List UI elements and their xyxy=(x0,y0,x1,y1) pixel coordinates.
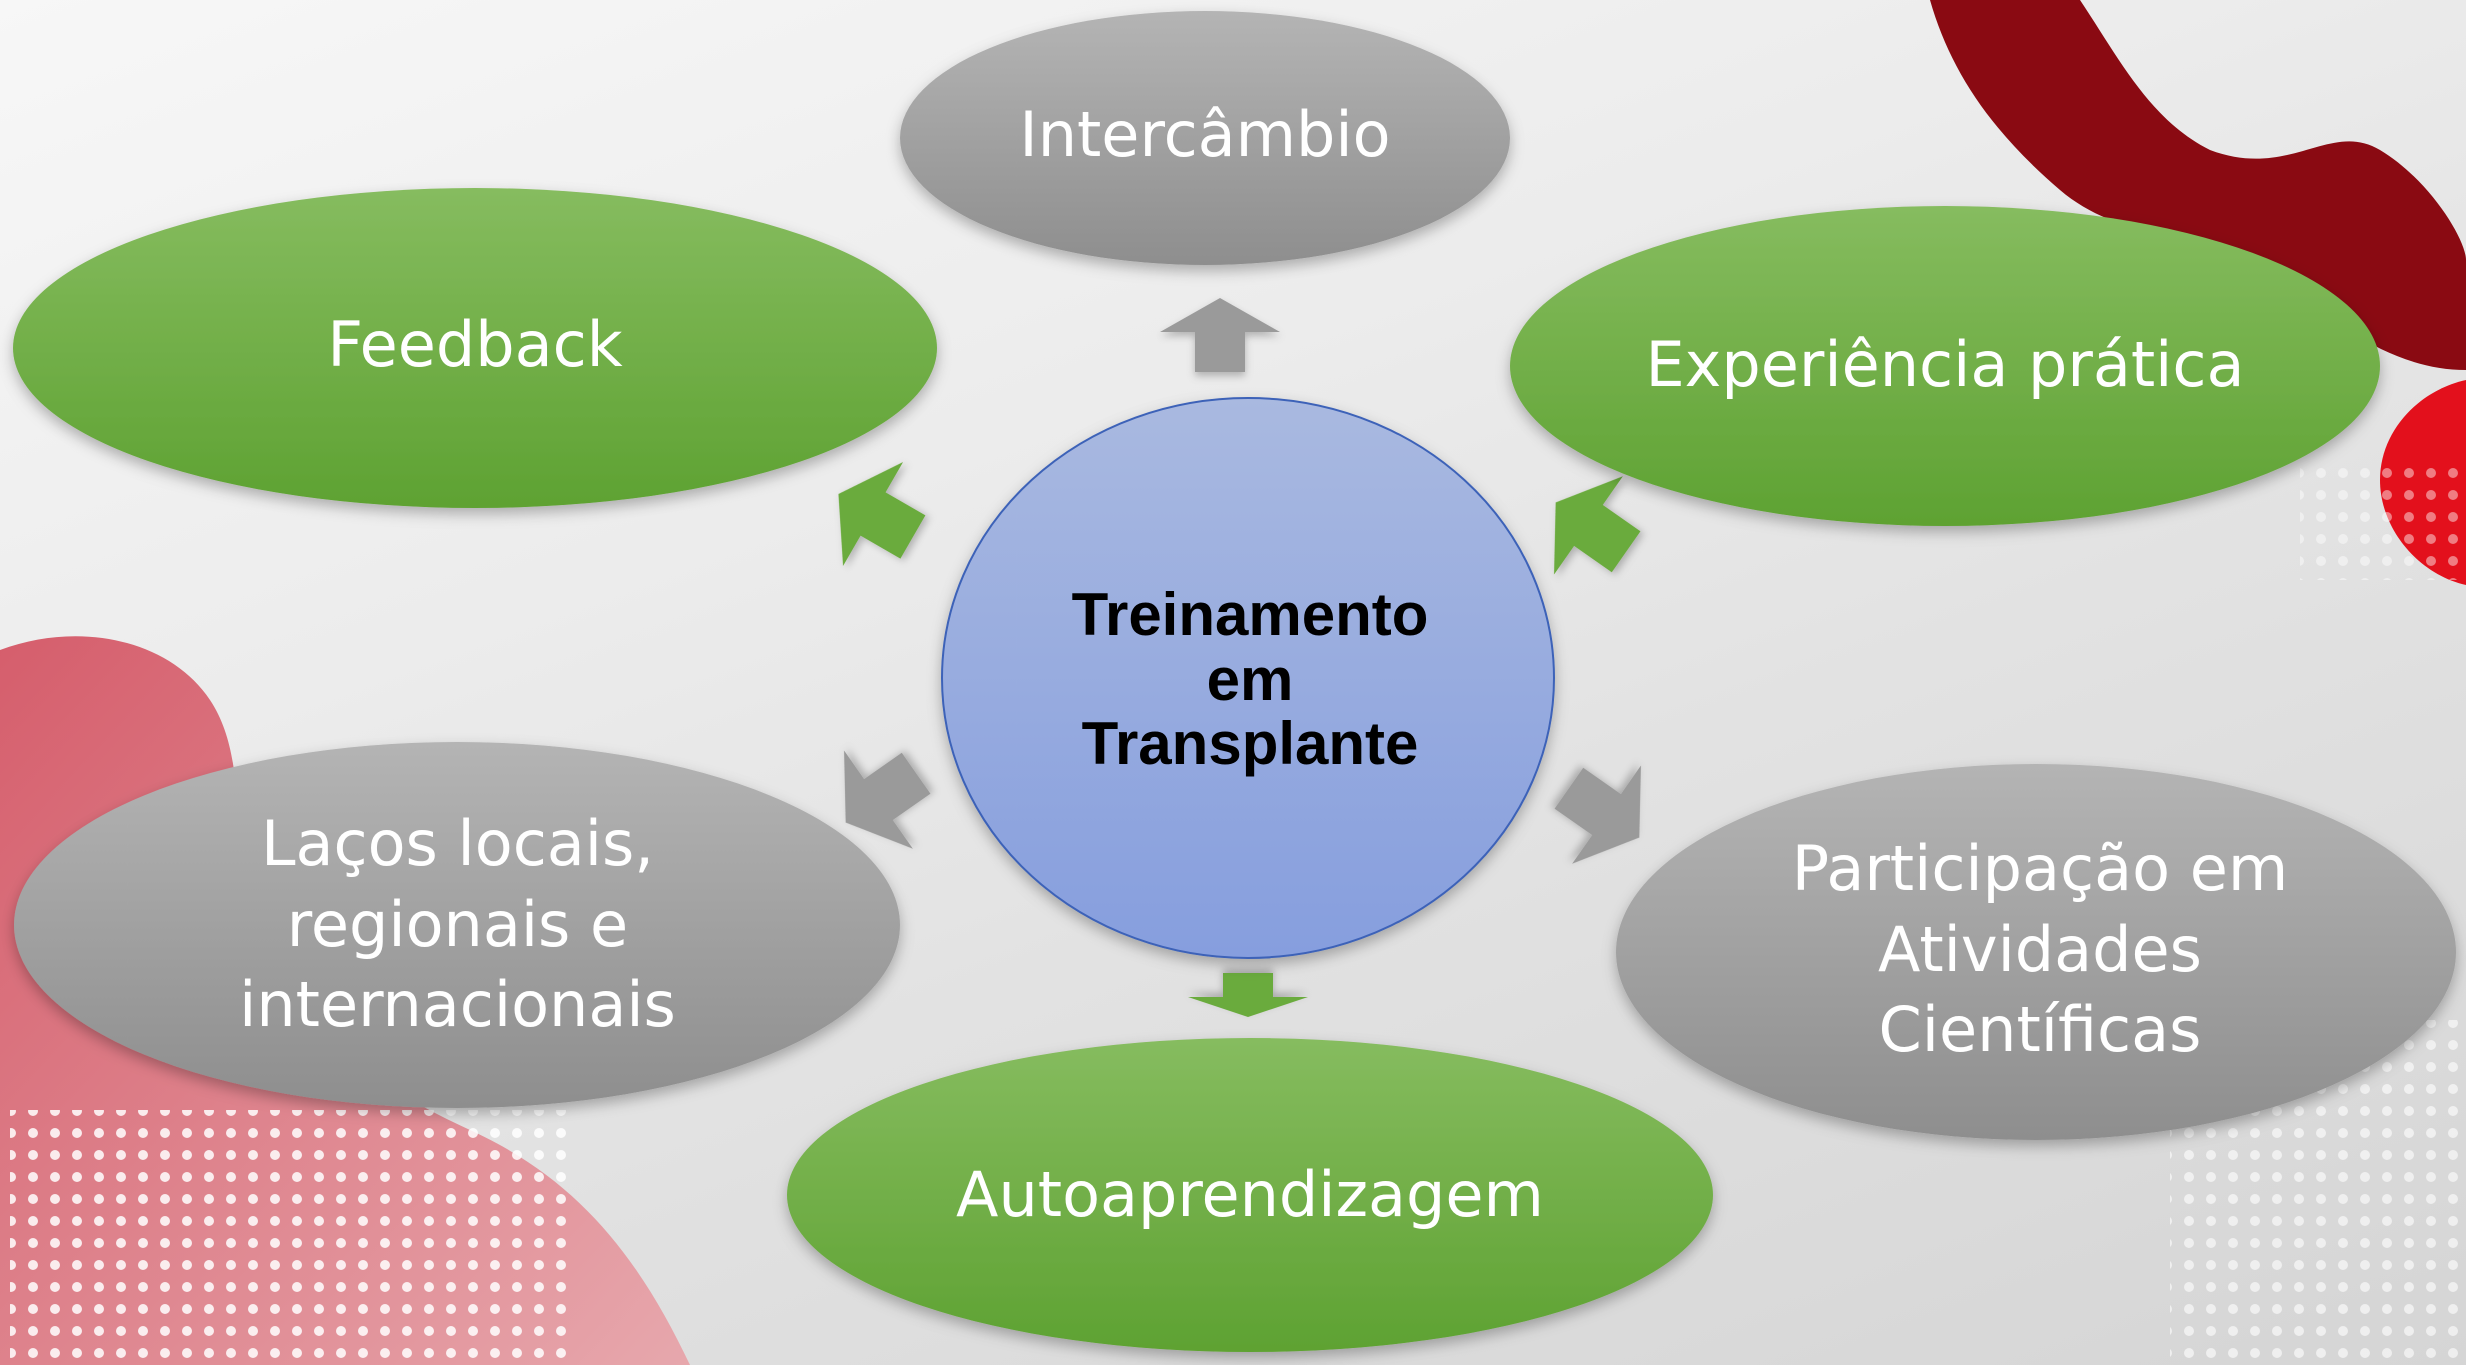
oval-shapes xyxy=(13,11,2456,1352)
center-label: Treinamento em Transplante xyxy=(1071,580,1429,778)
top-right-swirl-shape xyxy=(1930,0,2466,370)
right-top-dot-pattern xyxy=(2300,460,2466,580)
node-feedback-oval xyxy=(13,188,937,508)
center-circle xyxy=(941,397,1555,959)
node-autoaprendizagem-oval xyxy=(787,1038,1713,1352)
node-experiencia-pratica-oval xyxy=(1510,206,2380,526)
arrow-to-lacos xyxy=(844,750,931,849)
node-autoaprendizagem-label: Autoaprendizagem xyxy=(956,1157,1544,1231)
node-participacao-label: Participação em Atividades Científicas xyxy=(1791,832,2289,1067)
arrow-to-autoaprendizagem xyxy=(1188,973,1308,1017)
arrow-to-participacao xyxy=(1554,765,1641,864)
node-feedback-label: Feedback xyxy=(327,307,623,381)
arrow-to-experiencia-pratica xyxy=(1554,476,1641,575)
node-participacao-oval xyxy=(1616,764,2456,1140)
arrow-to-intercambio xyxy=(1160,298,1280,372)
arrows xyxy=(838,298,1641,1017)
node-intercambio-oval xyxy=(900,11,1510,265)
arrow-to-feedback xyxy=(838,462,926,566)
left-dot-pattern xyxy=(10,1110,570,1365)
node-experiencia-pratica-label: Experiência prática xyxy=(1645,327,2245,401)
node-lacos-oval xyxy=(14,742,900,1108)
node-lacos-label: Laços locais, regionais e internacionais xyxy=(239,807,676,1042)
node-intercambio-label: Intercâmbio xyxy=(1019,97,1391,171)
